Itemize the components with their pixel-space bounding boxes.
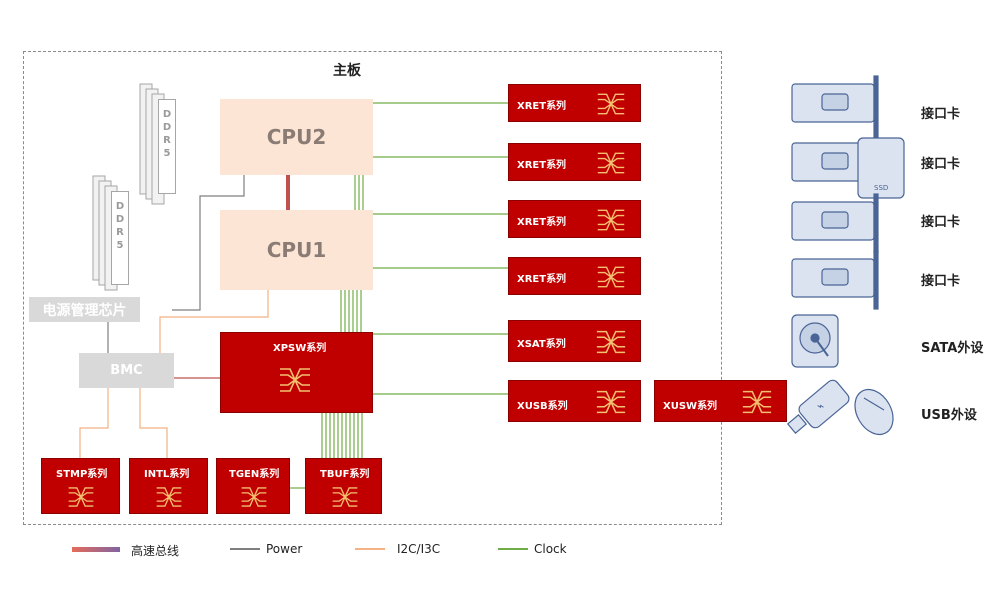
tgen-label: TGEN系列 — [229, 469, 280, 480]
xsat-label: XSAT系列 — [517, 339, 566, 350]
xusb-label: XUSB系列 — [517, 401, 568, 412]
switch-icon — [597, 209, 625, 231]
stmp-label: STMP系列 — [56, 469, 108, 480]
ddr-char: D — [115, 214, 125, 225]
switch-icon — [156, 487, 182, 507]
interface-card-icon — [791, 75, 879, 135]
interface-card-label: 接口卡 — [921, 215, 961, 230]
hard-drive-icon — [791, 314, 839, 368]
legend-swatch-clock — [498, 548, 528, 550]
xusw-chip: XUSW系列 — [654, 380, 787, 422]
legend-swatch-power — [230, 548, 260, 550]
interface-card-icon — [791, 250, 879, 310]
motherboard-outline — [23, 51, 722, 525]
ddr-module-top: D D R 5 — [158, 99, 176, 194]
xret-chip: XRET系列 — [508, 143, 641, 181]
xusw-label: XUSW系列 — [663, 401, 718, 412]
switch-icon — [596, 390, 626, 414]
xret-label: XRET系列 — [517, 160, 567, 171]
xret-label: XRET系列 — [517, 274, 567, 285]
switch-icon — [280, 368, 310, 392]
ddr-char: 5 — [116, 240, 124, 251]
legend-label-power: Power — [266, 542, 303, 556]
xpsw-chip: XPSW系列 — [220, 332, 373, 413]
bmc-block: BMC — [79, 353, 174, 388]
ddr-char: R — [116, 227, 124, 238]
interface-card-label: 接口卡 — [921, 274, 961, 289]
switch-icon — [596, 330, 626, 354]
i2c-lines — [79, 290, 269, 458]
xret-chip: XRET系列 — [508, 200, 641, 238]
switch-icon — [597, 152, 625, 174]
switch-icon — [332, 487, 358, 507]
legend-label-highspeed: 高速总线 — [131, 544, 180, 558]
ddr-char: 5 — [163, 148, 171, 159]
xret-label: XRET系列 — [517, 101, 567, 112]
legend-label-clock: Clock — [534, 542, 567, 556]
xsat-chip: XSAT系列 — [508, 320, 641, 362]
ddr-char: D — [162, 122, 172, 133]
legend-label-i2c: I2C/I3C — [397, 542, 441, 556]
switch-icon — [241, 487, 267, 507]
ddr-char: R — [163, 135, 171, 146]
ddr-char: D — [115, 201, 125, 212]
power-lines — [107, 175, 245, 353]
tgen-chip: TGEN系列 — [216, 458, 290, 514]
legend-swatch-highspeed — [72, 547, 120, 552]
switch-icon — [68, 487, 94, 507]
switch-icon — [597, 93, 625, 115]
intl-chip: INTL系列 — [129, 458, 208, 514]
ddr-char: D — [162, 109, 172, 120]
xusb-chip: XUSB系列 — [508, 380, 641, 422]
intl-label: INTL系列 — [144, 469, 190, 480]
stmp-chip: STMP系列 — [41, 458, 120, 514]
cpu1-block: CPU1 — [220, 210, 373, 290]
clock-lines — [290, 102, 508, 489]
interface-card-label: 接口卡 — [921, 157, 961, 172]
mouse-icon — [854, 388, 894, 436]
interface-card-icon — [791, 193, 879, 253]
sata-peripheral-label: SATA外设 — [921, 341, 984, 356]
usb-peripheral-label: USB外设 — [921, 408, 977, 423]
legend-swatch-i2c — [355, 548, 385, 550]
high-speed-bus-lines — [125, 98, 865, 404]
xret-chip: XRET系列 — [508, 84, 641, 122]
xret-chip: XRET系列 — [508, 257, 641, 295]
interface-card-label: 接口卡 — [921, 107, 961, 122]
tbuf-label: TBUF系列 — [320, 469, 370, 480]
tbuf-chip: TBUF系列 — [305, 458, 382, 514]
switch-icon — [742, 390, 772, 414]
interface-card-icons: SSD — [791, 75, 905, 310]
svg-text:⌁: ⌁ — [817, 399, 824, 413]
ddr-module-bottom: D D R 5 — [111, 191, 129, 285]
cpu2-block: CPU2 — [220, 99, 373, 175]
board-title: 主板 — [333, 63, 361, 79]
xpsw-label: XPSW系列 — [273, 343, 327, 354]
power-management-chip: 电源管理芯片 — [29, 297, 140, 322]
xret-label: XRET系列 — [517, 217, 567, 228]
switch-icon — [597, 266, 625, 288]
usb-drive-icon: ⌁ — [786, 379, 850, 434]
ssd-label: SSD — [874, 184, 888, 192]
ssd-icon: SSD — [857, 137, 905, 199]
legend-swatches — [72, 547, 528, 552]
